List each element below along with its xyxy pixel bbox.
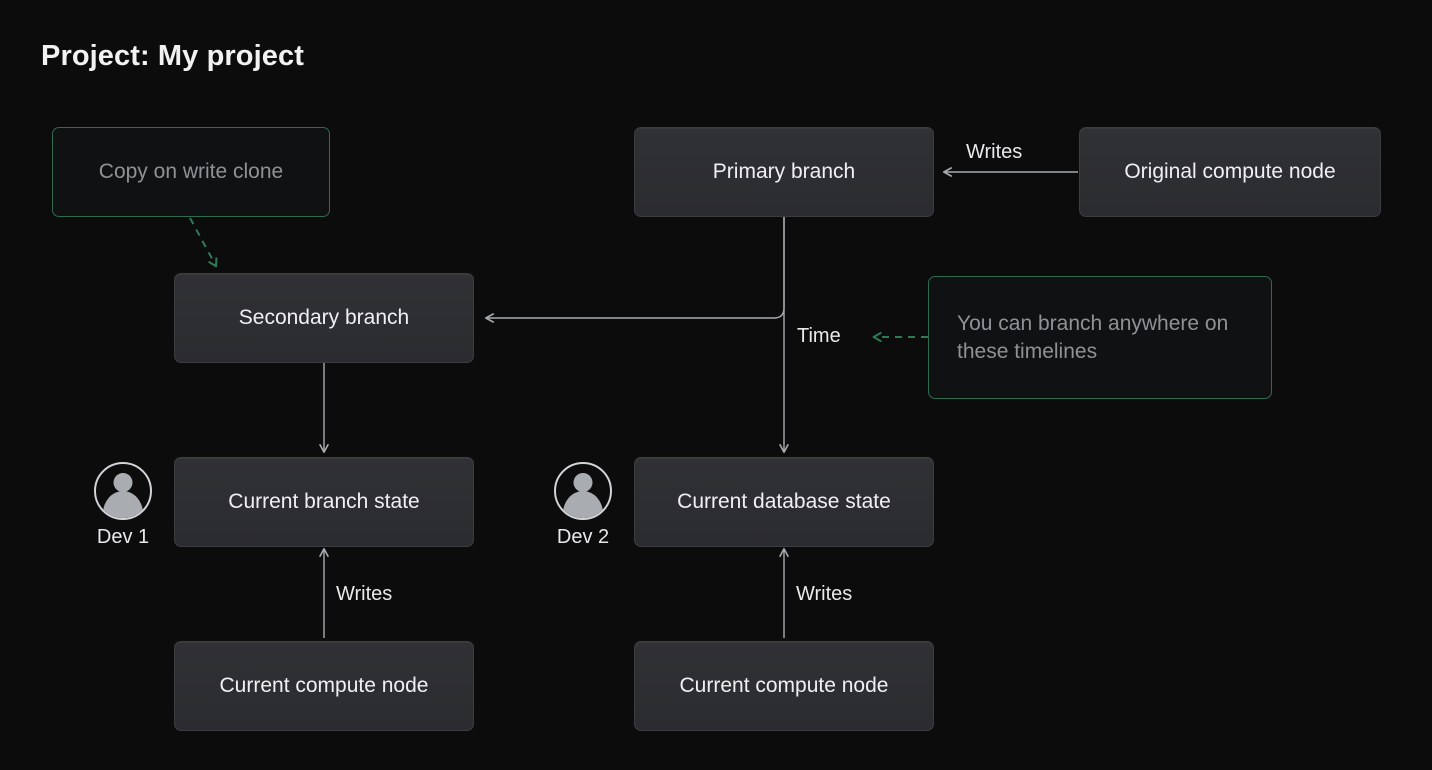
node-current-database-state[interactable]: Current database state [634, 457, 934, 547]
page-title: Project: My project [41, 40, 304, 72]
node-current-branch-state[interactable]: Current branch state [174, 457, 474, 547]
edge-label-writes-right: Writes [796, 583, 853, 605]
edge-label-time: Time [797, 325, 841, 347]
actor-dev-1-label: Dev 1 [96, 526, 150, 548]
edge-label-writes-top: Writes [966, 141, 1023, 163]
node-copy-on-write-clone[interactable]: Copy on write clone [52, 127, 330, 217]
node-current-compute-node-right[interactable]: Current compute node [634, 641, 934, 731]
node-primary-branch[interactable]: Primary branch [634, 127, 934, 217]
node-current-database-state-label: Current database state [677, 490, 891, 514]
edge-label-writes-left: Writes [336, 583, 393, 605]
node-current-compute-node-left[interactable]: Current compute node [174, 641, 474, 731]
edge-clone-to-secondary [189, 217, 218, 268]
node-secondary-branch[interactable]: Secondary branch [174, 273, 474, 363]
edge-primary-to-secondary [484, 214, 785, 323]
actor-dev-2-label: Dev 2 [556, 526, 610, 548]
node-original-compute-node[interactable]: Original compute node [1079, 127, 1381, 217]
node-current-branch-state-label: Current branch state [228, 490, 420, 514]
node-primary-branch-label: Primary branch [712, 160, 856, 184]
actor-dev-1[interactable]: Dev 1 [94, 462, 152, 549]
actor-dev-2[interactable]: Dev 2 [554, 462, 612, 549]
node-branch-anywhere-note-label: You can branch anywhere on these timelin… [957, 311, 1229, 363]
node-current-compute-node-right-label: Current compute node [679, 674, 889, 698]
node-current-compute-node-left-label: Current compute node [219, 674, 429, 698]
node-original-compute-node-label: Original compute node [1124, 160, 1336, 184]
user-avatar-icon [94, 462, 152, 520]
user-avatar-icon [554, 462, 612, 520]
node-secondary-branch-label: Secondary branch [238, 306, 410, 330]
node-branch-anywhere-note[interactable]: You can branch anywhere on these timelin… [928, 276, 1272, 399]
node-copy-on-write-clone-label: Copy on write clone [98, 160, 284, 184]
